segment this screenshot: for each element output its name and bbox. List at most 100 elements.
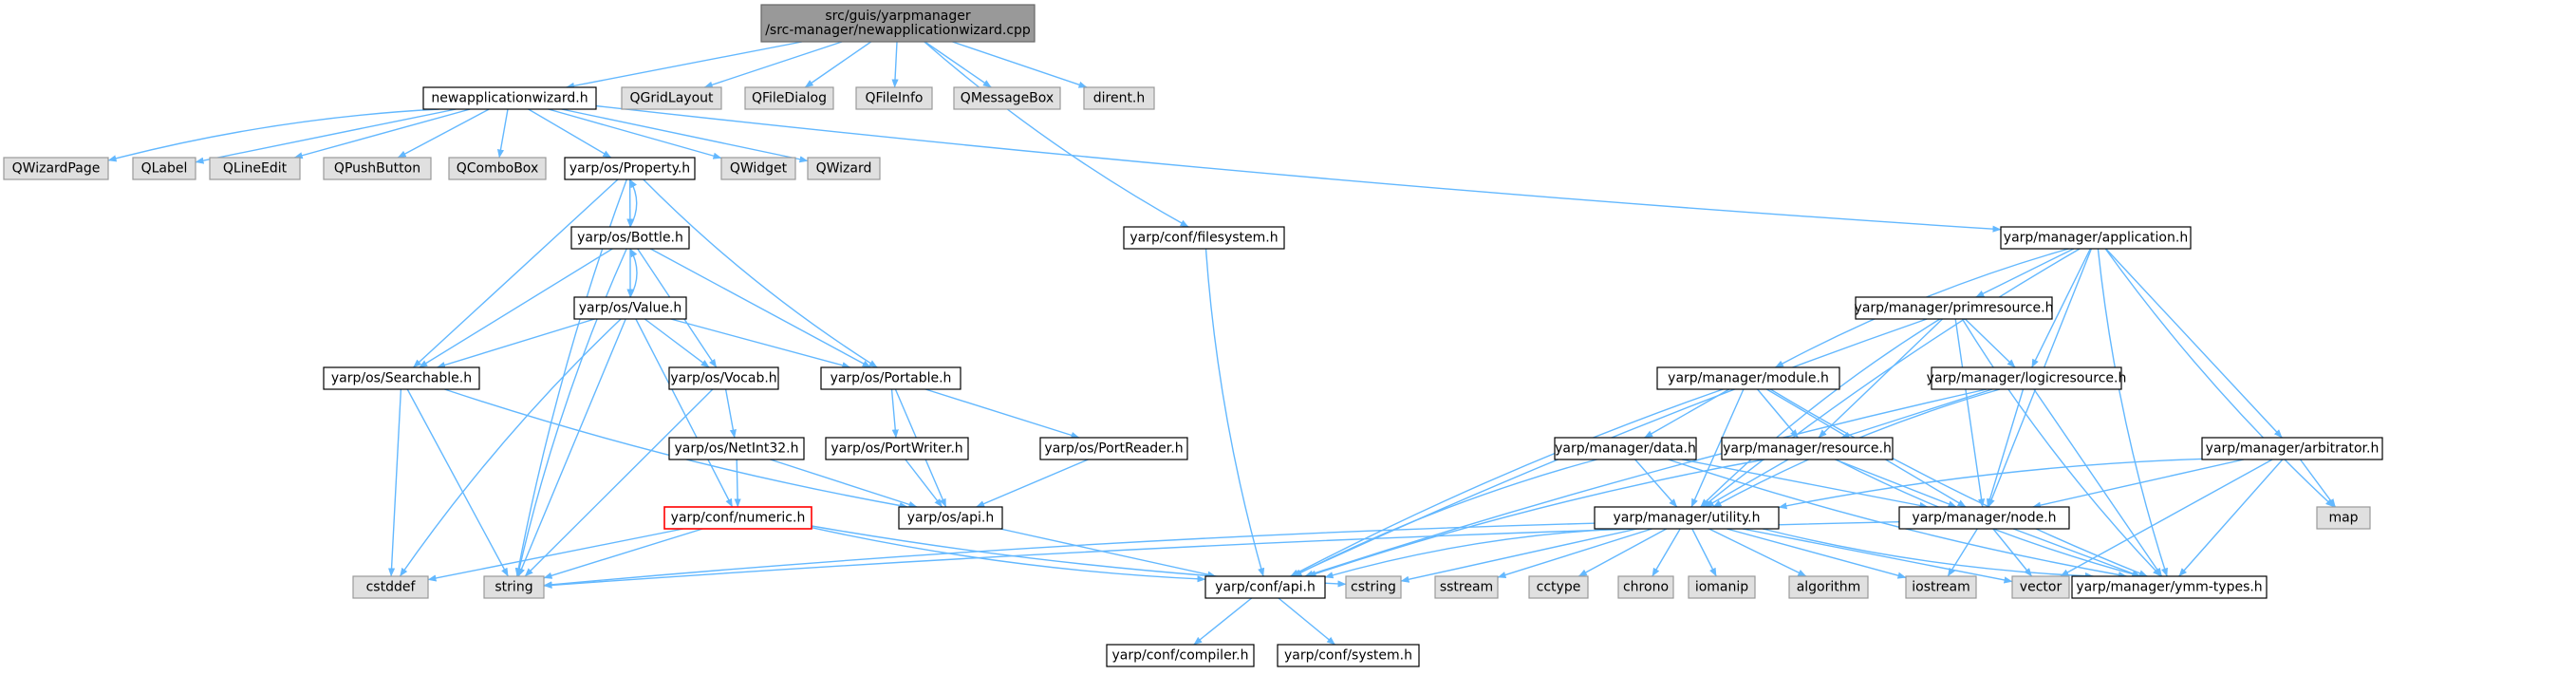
node-qwidget[interactable]: QWidget [720,157,796,180]
node-box [1277,644,1420,667]
edge-node-to-vector [1992,528,2033,577]
node-qmessagebox[interactable]: QMessageBox [953,86,1061,110]
node-label: yarp/manager/data.h [1555,441,1696,457]
node-yarp-manager-logicresource-h[interactable]: yarp/manager/logicresource.h [1927,366,2127,390]
node-label: QFileInfo [866,91,924,106]
node-sstream[interactable]: sstream [1434,575,1499,599]
node-label: yarp/manager/utility.h [1614,511,1761,526]
node-label: yarp/conf/system.h [1284,648,1412,664]
node-box [1931,366,2122,390]
node-label: QLineEdit [223,161,288,177]
node-yarp-manager-arbitrator-h[interactable]: yarp/manager/arbitrator.h [2201,437,2383,460]
edge-value-to-searchable [437,318,595,368]
node-label: yarp/conf/filesystem.h [1129,231,1278,246]
node-yarp-conf-numeric-h[interactable]: yarp/conf/numeric.h [663,506,812,530]
node-qfileinfo[interactable]: QFileInfo [855,86,933,110]
node-dirent-h[interactable]: dirent.h [1083,86,1155,110]
node-yarp-os-vocab-h[interactable]: yarp/os/Vocab.h [668,366,779,390]
node-qcombobox[interactable]: QComboBox [448,157,547,180]
node-qlabel[interactable]: QLabel [132,157,196,180]
node-yarp-os-searchable-h[interactable]: yarp/os/Searchable.h [323,366,480,390]
edge-logicresource-to-node [1987,388,2025,508]
node-cctype[interactable]: cctype [1528,575,1589,599]
node-yarp-os-bottle-h[interactable]: yarp/os/Bottle.h [570,226,690,250]
edge-portwriter-to-osapi [905,459,943,508]
node-qwizardpage[interactable]: QWizardPage [3,157,109,180]
edge-logicresource-to-resource [1840,388,1993,439]
edge-arbitrator-to-ymmtypes [2178,459,2284,577]
node-box [1721,437,1894,460]
node-qwizard[interactable]: QWizard [807,157,881,180]
node-yarp-os-netint32-h[interactable]: yarp/os/NetInt32.h [668,437,805,460]
node-yarp-manager-application-h[interactable]: yarp/manager/application.h [2000,226,2192,250]
node-qlineedit[interactable]: QLineEdit [209,157,301,180]
node-box [1788,575,1869,599]
edge-searchable-to-cstddef [387,388,402,577]
edge-numeric-to-cstddef [427,528,683,582]
node-string[interactable]: string [483,575,545,599]
node-map[interactable]: map [2316,506,2371,530]
node-label: iomanip [1695,580,1748,595]
edge-application-to-logicresource [2031,248,2091,368]
node-algorithm[interactable]: algorithm [1788,575,1869,599]
node-label: yarp/manager/resource.h [1723,441,1892,457]
node-vector[interactable]: vector [2011,575,2070,599]
edge-nawh-to-qwidget [548,108,722,159]
node-yarp-manager-primresource-h[interactable]: yarp/manager/primresource.h [1855,296,2054,320]
edge-node-to-ymmtypes [2012,528,2141,577]
node-cstddef[interactable]: cstddef [352,575,429,599]
node-yarp-conf-filesystem-h[interactable]: yarp/conf/filesystem.h [1123,226,1285,250]
node-yarp-os-property-h[interactable]: yarp/os/Property.h [564,157,696,180]
node-yarp-manager-utility-h[interactable]: yarp/manager/utility.h [1594,506,1780,530]
node-box [1656,366,1840,390]
node-yarp-conf-compiler-h[interactable]: yarp/conf/compiler.h [1106,644,1255,667]
node-qpushbutton[interactable]: QPushButton [323,157,432,180]
node-yarp-manager-ymm-types-h[interactable]: yarp/manager/ymm-types.h [2071,575,2268,599]
node-yarp-os-value-h[interactable]: yarp/os/Value.h [573,296,687,320]
edge-utility-to-vector [1742,528,2013,584]
node-src-guis-yarpmanager-src-manager-newapplicationwizard-cpp[interactable]: src/guis/yarpmanager/src-manager/newappl… [760,4,1036,43]
node-yarp-os-portable-h[interactable]: yarp/os/Portable.h [820,366,961,390]
node-label: yarp/conf/numeric.h [671,511,806,526]
node-box [1528,575,1589,599]
node-label: QWizard [816,161,872,177]
node-yarp-os-portreader-h[interactable]: yarp/os/PortReader.h [1039,437,1188,460]
node-box [1204,575,1326,599]
node-label: yarp/manager/module.h [1668,371,1829,386]
node-box [2316,506,2371,530]
node-qgridlayout[interactable]: QGridLayout [621,86,722,110]
node-yarp-manager-resource-h[interactable]: yarp/manager/resource.h [1721,437,1894,460]
node-yarp-conf-system-h[interactable]: yarp/conf/system.h [1277,644,1420,667]
node-label: iostream [1912,580,1970,595]
node-box [323,157,432,180]
node-yarp-manager-module-h[interactable]: yarp/manager/module.h [1656,366,1840,390]
node-cstring[interactable]: cstring [1345,575,1402,599]
node-box [1855,296,2053,320]
edge-arbitrator-to-map [2299,459,2337,508]
node-chrono[interactable]: chrono [1617,575,1674,599]
node-label: QGridLayout [630,91,715,106]
node-yarp-os-api-h[interactable]: yarp/os/api.h [898,506,1003,530]
node-box [132,157,196,180]
edge-primresource-to-ymmtypes [1961,318,2162,577]
edge-utility-to-chrono [1652,528,1681,577]
node-label: algorithm [1797,580,1861,595]
node-box [573,296,687,320]
node-yarp-manager-data-h[interactable]: yarp/manager/data.h [1554,437,1697,460]
node-yarp-manager-node-h[interactable]: yarp/manager/node.h [1898,506,2070,530]
node-box [570,226,690,250]
node-box [663,506,812,530]
node-qfiledialog[interactable]: QFileDialog [744,86,834,110]
node-label: yarp/os/PortWriter.h [831,441,962,457]
edge-node-to-iostream [1947,528,1978,577]
node-label: sstream [1440,580,1493,595]
node-yarp-conf-api-h[interactable]: yarp/conf/api.h [1204,575,1326,599]
node-label: yarp/conf/api.h [1215,580,1316,595]
node-newapplicationwizard-h[interactable]: newapplicationwizard.h [422,86,597,110]
node-iomanip[interactable]: iomanip [1688,575,1756,599]
node-box [564,157,696,180]
edge-filesystem-to-confapi [1204,248,1265,577]
node-iostream[interactable]: iostream [1905,575,1977,599]
node-box [744,86,834,110]
node-yarp-os-portwriter-h[interactable]: yarp/os/PortWriter.h [825,437,969,460]
